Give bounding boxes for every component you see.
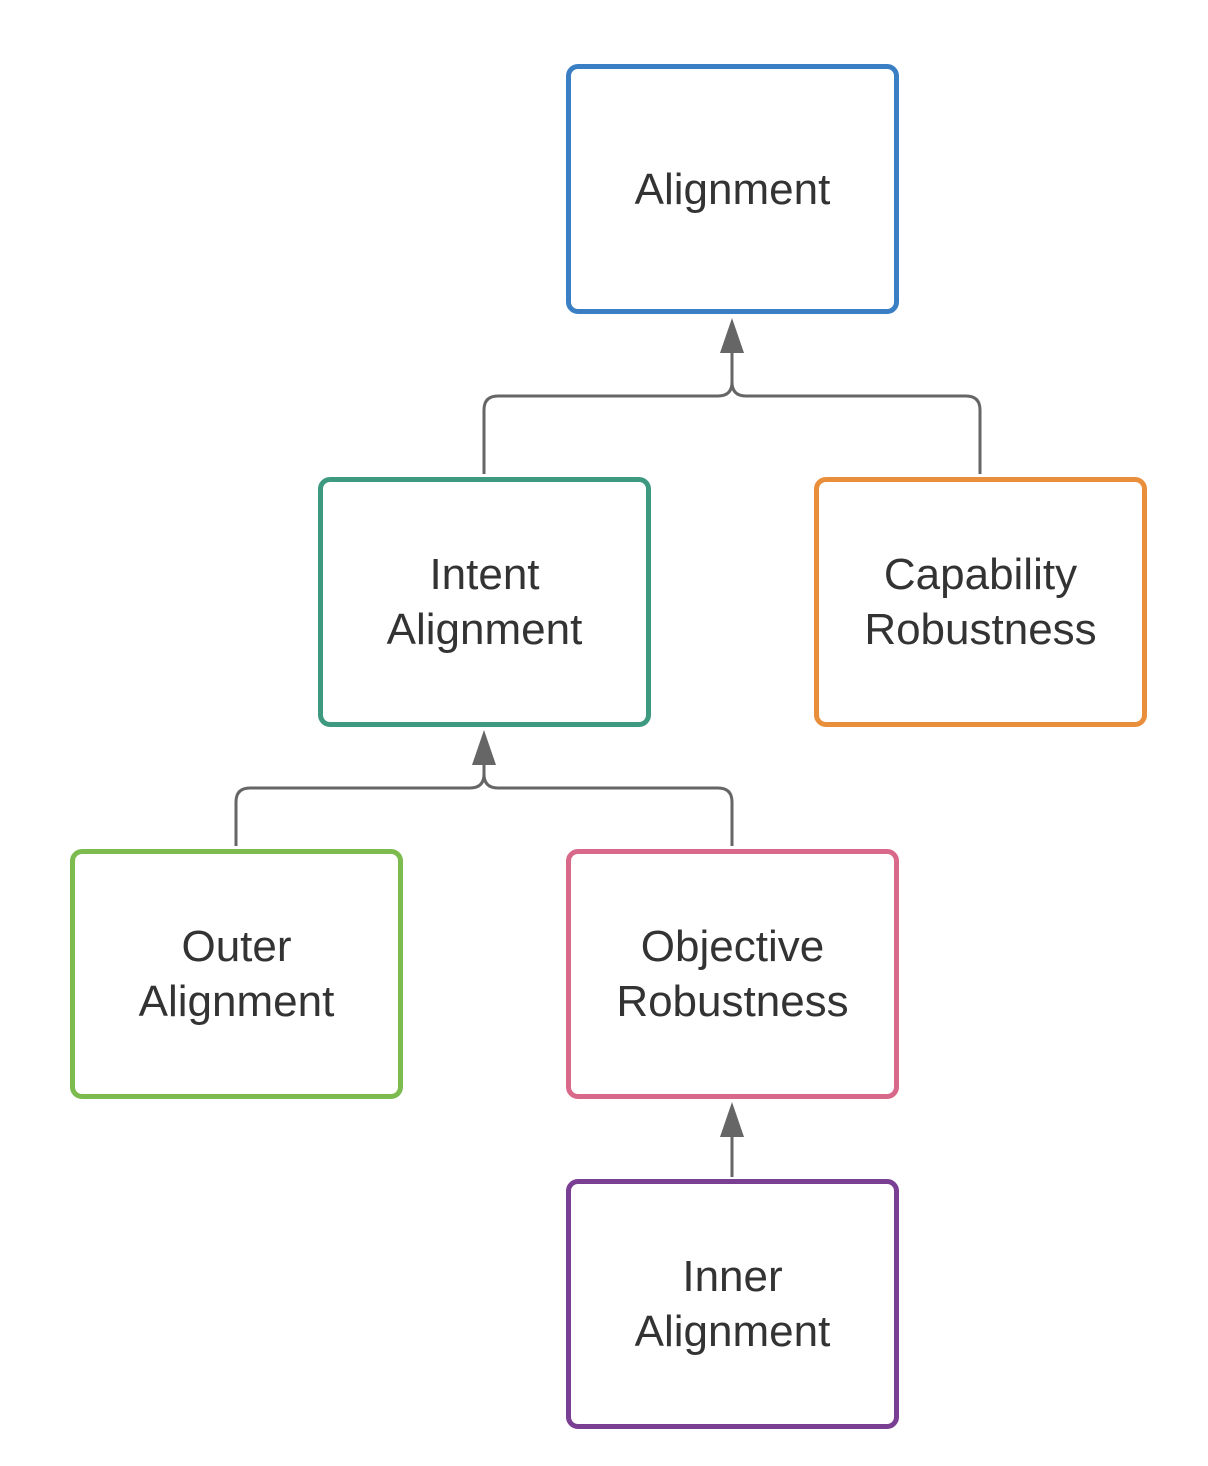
arrowhead-intent-alignment	[472, 730, 496, 765]
node-alignment-label: Alignment	[634, 164, 831, 214]
node-intent-alignment-label: Intent Alignment	[386, 550, 583, 654]
node-inner-alignment-label: Inner Alignment	[634, 1252, 831, 1356]
edge-objective-to-intent	[482, 773, 734, 846]
arrowhead-alignment	[720, 318, 744, 353]
node-alignment[interactable]: Alignment	[566, 64, 899, 314]
edge-capability-to-alignment	[730, 381, 982, 474]
edge-outer-to-intent	[234, 764, 486, 846]
node-outer-alignment[interactable]: Outer Alignment	[70, 849, 403, 1099]
node-intent-alignment[interactable]: Intent Alignment	[318, 477, 651, 727]
node-capability-robustness-label: Capability Robustness	[864, 550, 1097, 654]
node-objective-robustness-label: Objective Robustness	[616, 922, 849, 1026]
edge-intent-to-alignment	[482, 352, 734, 474]
node-inner-alignment[interactable]: Inner Alignment	[566, 1179, 899, 1429]
node-objective-robustness[interactable]: Objective Robustness	[566, 849, 899, 1099]
node-capability-robustness[interactable]: Capability Robustness	[814, 477, 1147, 727]
node-outer-alignment-label: Outer Alignment	[138, 922, 335, 1026]
arrowhead-objective-robustness	[720, 1102, 744, 1137]
